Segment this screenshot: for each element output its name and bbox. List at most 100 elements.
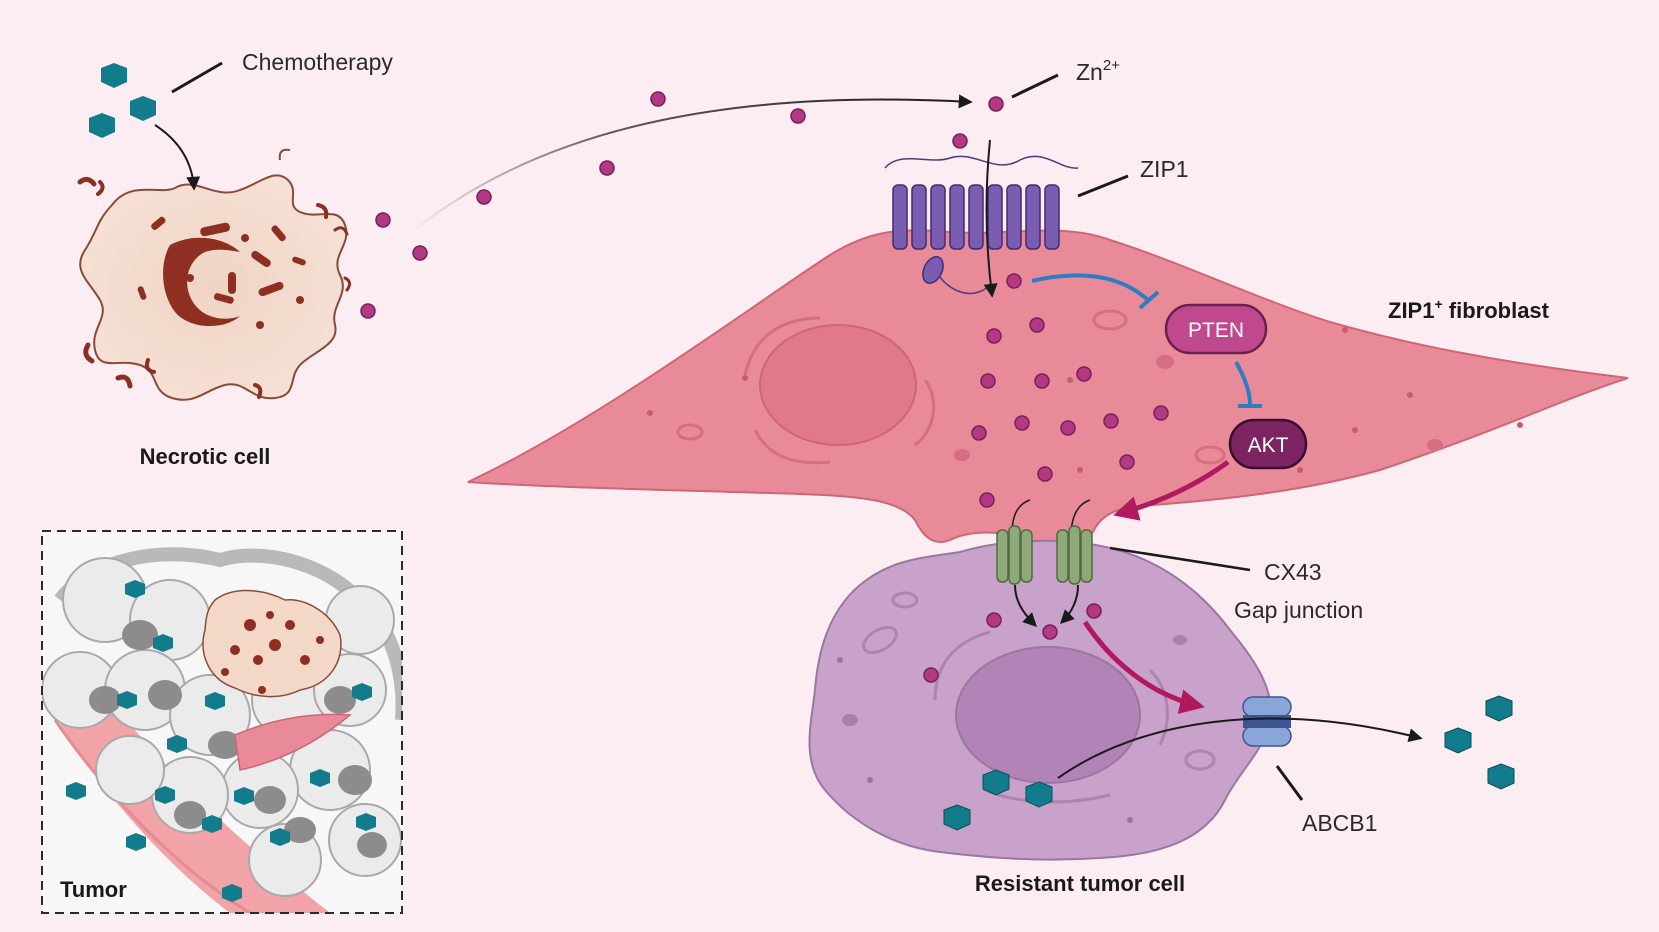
inset-necrotic-cell	[202, 589, 342, 698]
cx43-gap-junction	[996, 499, 1093, 627]
pten-node: PTEN	[1164, 303, 1268, 355]
zinc-ion	[1060, 420, 1076, 436]
fibroblast-nucleus	[759, 324, 917, 446]
drug-hexagon	[222, 884, 242, 902]
drug-hexagon	[153, 634, 173, 652]
tumor-inset-border	[41, 530, 403, 914]
zinc-ion	[375, 212, 391, 228]
chemotherapy-leader	[171, 61, 223, 94]
effluxed-drugs	[1444, 695, 1515, 790]
inhibition-bar	[1138, 290, 1160, 310]
cx43-label: CX43	[1264, 559, 1322, 585]
zinc-inhibits-pten	[1031, 273, 1150, 302]
tumor-cell-drugs	[943, 769, 1053, 831]
drug-hexagon	[125, 580, 145, 598]
zinc-entry-arrow	[983, 139, 998, 298]
zinc-ion	[986, 612, 1002, 628]
drug-hexagon	[270, 828, 290, 846]
zinc-ion	[1042, 624, 1058, 640]
zinc-ion	[986, 328, 1002, 344]
drug-hexagon	[66, 782, 86, 800]
cx43-leader	[1109, 546, 1251, 572]
drug-hexagon	[1485, 695, 1513, 722]
resistant-tumor-cell-label: Resistant tumor cell	[975, 871, 1185, 896]
fibroblast-organelles	[647, 309, 1523, 473]
zinc-transfer-arrow	[411, 94, 973, 233]
tumor-cell-zinc	[923, 603, 1102, 683]
drug-hexagon	[1487, 763, 1515, 790]
abcb1-label: ABCB1	[1302, 810, 1377, 836]
drug-hexagon	[155, 786, 175, 804]
gap-junction-flow-arrow	[1014, 584, 1037, 627]
drug-hexagon	[126, 833, 146, 851]
pten-label: PTEN	[1188, 319, 1244, 342]
akt-activates-cx43	[1113, 459, 1230, 521]
chemotherapy-label: Chemotherapy	[242, 49, 393, 75]
drug-hexagon	[101, 63, 127, 88]
drug-hexagon	[202, 815, 222, 833]
zinc-ion	[979, 492, 995, 508]
zinc-ion	[1119, 454, 1135, 470]
zinc-ion	[988, 96, 1004, 112]
drug-hexagon	[356, 813, 376, 831]
zip1-fibroblast	[467, 229, 1629, 546]
zinc-ion	[1034, 373, 1050, 389]
zinc-ion	[1006, 273, 1022, 289]
zinc-ion	[980, 373, 996, 389]
abcb1-transporter	[1242, 696, 1292, 747]
zinc-ion	[1037, 466, 1053, 482]
gap-junction-flow-arrow	[1060, 584, 1079, 624]
drug-hexagon	[130, 96, 156, 121]
tumor-inset: Tumor	[41, 530, 403, 914]
akt-label: AKT	[1248, 434, 1289, 457]
zinc-ion	[476, 189, 492, 205]
zinc-ion	[790, 108, 806, 124]
zip1-label: ZIP1	[1140, 156, 1189, 182]
zinc-ion	[1153, 405, 1169, 421]
drug-hexagon	[205, 692, 225, 710]
zinc-ion	[1076, 366, 1092, 382]
akt-node: AKT	[1228, 418, 1308, 470]
drug-hexagon	[352, 683, 372, 701]
zinc-ion	[1014, 415, 1030, 431]
zinc-ion	[360, 303, 376, 319]
pten-inhibits-akt	[1234, 361, 1252, 405]
drug-hexagon	[117, 691, 137, 709]
drug-entry-arrow	[154, 124, 201, 191]
zinc-ion	[971, 425, 987, 441]
drug-hexagon	[982, 769, 1010, 796]
zinc-leader	[1011, 73, 1059, 99]
drug-hexagon	[89, 113, 115, 138]
drug-hexagon	[167, 735, 187, 753]
zinc-label: Zn2+	[1076, 57, 1120, 85]
zinc-ion	[599, 160, 615, 176]
necrotic-cell-label: Necrotic cell	[140, 444, 271, 469]
drug-hexagon	[943, 804, 971, 831]
zip1-leader	[1077, 174, 1129, 198]
gap-junction-label: Gap junction	[1234, 597, 1363, 623]
zip1-fibroblast-label: ZIP1+ fibroblast	[1388, 296, 1550, 323]
drug-hexagon	[1025, 781, 1053, 808]
zinc-ion	[952, 133, 968, 149]
zinc-ion	[412, 245, 428, 261]
tumor-cell-nucleus	[955, 646, 1141, 784]
zinc-superscript: 2+	[1103, 57, 1120, 74]
abcb1-leader	[1275, 765, 1304, 801]
zinc-ion	[1103, 413, 1119, 429]
released-zinc	[360, 91, 806, 319]
drug-hexagon	[1444, 727, 1472, 754]
drug-efflux-arrow	[1057, 717, 1423, 779]
zip1-transporter	[884, 155, 1079, 295]
zinc-ion	[650, 91, 666, 107]
necrotic-cell	[77, 148, 352, 401]
chemotherapy-drugs	[89, 63, 156, 138]
zinc-activates-abcb1	[1082, 620, 1205, 714]
drug-hexagon	[234, 787, 254, 805]
zinc-ion	[1086, 603, 1102, 619]
necrotic-fragments	[77, 148, 352, 399]
intracellular-zinc	[971, 273, 1169, 508]
tumor-label: Tumor	[60, 877, 127, 902]
zinc-ion	[1029, 317, 1045, 333]
drug-hexagon	[310, 769, 330, 787]
